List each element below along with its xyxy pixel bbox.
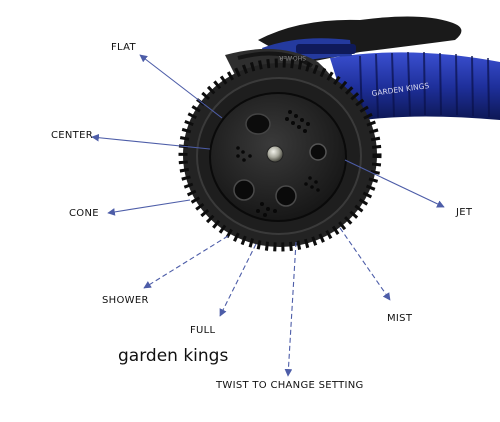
cone-opening (233, 179, 255, 201)
label-center: CENTER (51, 130, 93, 141)
label-shower: SHOWER (102, 295, 149, 306)
label-full: FULL (190, 325, 216, 336)
arrow-center (91, 133, 211, 150)
spray-face (233, 110, 327, 217)
arrow-full (219, 243, 257, 317)
spray-holes-icon (285, 110, 310, 133)
arrow-mist (339, 227, 391, 301)
arrow-cone (107, 199, 191, 216)
label-cone: CONE (69, 208, 99, 219)
flat-opening (245, 113, 271, 135)
arrow-jet (344, 159, 445, 208)
brass-jet-tip-icon (266, 145, 284, 163)
label-twist: TWIST TO CHANGE SETTING (216, 380, 364, 391)
collar-print: SHOWER (279, 54, 306, 61)
pointer-arrows (91, 54, 445, 377)
hose: GARDEN KINGS (330, 51, 500, 122)
jet-opening (309, 143, 327, 161)
arrow-shower (143, 235, 229, 289)
label-mist: MIST (387, 313, 413, 324)
label-flat: FLAT (111, 42, 136, 53)
brand-wordmark: garden kings (118, 346, 229, 366)
arrow-flat (139, 54, 223, 119)
arrow-twist (284, 241, 297, 377)
full-opening (275, 185, 297, 207)
label-jet: JET (456, 207, 473, 218)
